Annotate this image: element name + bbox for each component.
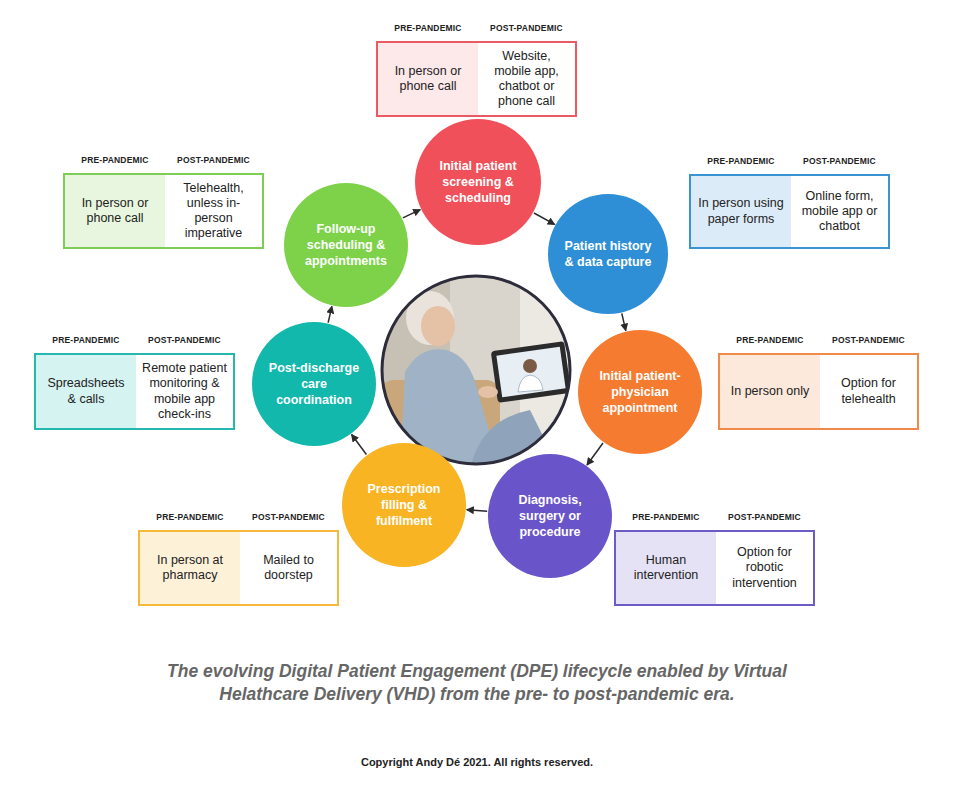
era-heading: PRE-PANDEMIC	[606, 512, 726, 522]
copyright-note: Copyright Andy Dé 2021. All rights reser…	[0, 756, 954, 768]
era-heading: PRE-PANDEMIC	[55, 155, 175, 165]
era-heading: POST-PANDEMIC	[230, 512, 347, 522]
pre-cell: PRE-PANDEMICIn person using paper forms	[691, 176, 791, 247]
cell-text: Remote patient monitoring & mobile app c…	[136, 361, 233, 422]
cell-text: Mailed to doorstep	[240, 553, 337, 584]
post-cell: POST-PANDEMICWebsite, mobile app, chatbo…	[478, 43, 575, 115]
pre-cell: PRE-PANDEMICHuman intervention	[616, 532, 716, 604]
pre-cell: PRE-PANDEMICIn person or phone call	[378, 43, 478, 115]
flow-arrow	[352, 435, 367, 455]
comparison-box: PRE-PANDEMICIn person at pharmacyPOST-PA…	[138, 530, 339, 606]
flow-arrow	[467, 510, 487, 512]
era-heading: PRE-PANDEMIC	[26, 335, 146, 345]
figure-caption: The evolving Digital Patient Engagement …	[127, 660, 827, 706]
post-cell: POST-PANDEMICTelehealth, unless in-perso…	[165, 175, 262, 247]
stage-circle: Initial patient screening & scheduling	[415, 119, 541, 245]
cell-text: In person using paper forms	[691, 196, 791, 227]
comparison-box: PRE-PANDEMICIn person or phone callPOST-…	[376, 41, 577, 117]
stage-circle: Prescription filling & fulfilment	[342, 443, 466, 567]
cell-text: Spreadsheets & calls	[36, 376, 136, 407]
stage-circle: Post-discharge care coordination	[252, 322, 376, 446]
post-cell: POST-PANDEMICMailed to doorstep	[240, 532, 337, 604]
cell-text: In person or phone call	[65, 196, 165, 227]
stage-label: Follow-up scheduling & appointments	[298, 221, 394, 269]
era-heading: PRE-PANDEMIC	[368, 23, 488, 33]
pre-cell: PRE-PANDEMICIn person at pharmacy	[140, 532, 240, 604]
photo-tablet	[491, 341, 572, 403]
era-heading: POST-PANDEMIC	[468, 23, 585, 33]
circle-fill	[548, 194, 668, 314]
cell-text: Option for robotic intervention	[716, 545, 813, 591]
photo-face	[421, 306, 455, 346]
post-cell: POST-PANDEMICRemote patient monitoring &…	[136, 355, 233, 428]
stage-circle: Diagnosis, surgery or procedure	[488, 454, 612, 578]
flow-arrow	[403, 210, 420, 218]
stage-label: Initial patient screening & scheduling	[430, 158, 526, 206]
flow-arrow	[534, 213, 555, 224]
photo-screen	[496, 347, 565, 397]
era-heading: PRE-PANDEMIC	[710, 335, 830, 345]
era-heading: POST-PANDEMIC	[810, 335, 927, 345]
pre-cell: PRE-PANDEMICSpreadsheets & calls	[36, 355, 136, 428]
cell-text: Telehealth, unless in-person imperative	[165, 181, 262, 242]
comparison-box: PRE-PANDEMICIn person or phone callPOST-…	[63, 173, 264, 249]
post-cell: POST-PANDEMICOption for robotic interven…	[716, 532, 813, 604]
stage-label: Post-discharge care coordination	[266, 360, 362, 408]
era-heading: POST-PANDEMIC	[155, 155, 272, 165]
era-heading: PRE-PANDEMIC	[681, 156, 801, 166]
comparison-box: PRE-PANDEMICIn person onlyPOST-PANDEMICO…	[718, 353, 919, 430]
photo-frame	[382, 276, 570, 464]
post-cell: POST-PANDEMICOnline form, mobile app or …	[791, 176, 888, 247]
cell-text: In person only	[725, 384, 816, 399]
stage-circle: Initial patient-physician appointment	[578, 330, 702, 454]
photo-hand	[478, 386, 498, 398]
pre-cell: PRE-PANDEMICIn person or phone call	[65, 175, 165, 247]
stage-label: Initial patient-physician appointment	[592, 368, 688, 416]
cell-text: In person at pharmacy	[140, 553, 240, 584]
stage-circle: Patient history & data capture	[548, 194, 668, 314]
cell-text: Human intervention	[616, 553, 716, 584]
stage-label: Prescription filling & fulfilment	[356, 481, 452, 529]
era-heading: PRE-PANDEMIC	[130, 512, 250, 522]
stage-label: Diagnosis, surgery or procedure	[502, 492, 598, 540]
flow-arrow	[328, 306, 332, 322]
pre-cell: PRE-PANDEMICIn person only	[720, 355, 820, 428]
post-cell: POST-PANDEMICOption for telehealth	[820, 355, 917, 428]
circle-fill	[578, 330, 702, 454]
stage-label: Patient history & data capture	[560, 238, 656, 270]
circle-fill	[488, 454, 612, 578]
cell-text: Website, mobile app, chatbot or phone ca…	[478, 49, 575, 110]
cell-text: In person or phone call	[378, 64, 478, 95]
era-heading: POST-PANDEMIC	[126, 335, 243, 345]
circle-fill	[284, 183, 408, 307]
flow-arrow	[622, 313, 626, 330]
stage-circle: Follow-up scheduling & appointments	[284, 183, 408, 307]
cell-text: Online form, mobile app or chatbot	[791, 189, 888, 235]
photo-doctor-head	[523, 359, 537, 373]
cell-text: Option for telehealth	[820, 376, 917, 407]
flow-arrow	[587, 443, 603, 465]
photo-background	[370, 270, 590, 470]
circle-shape	[548, 194, 668, 314]
circle-fill	[342, 443, 466, 567]
circle-fill	[415, 119, 541, 245]
comparison-box: PRE-PANDEMICHuman interventionPOST-PANDE…	[614, 530, 815, 606]
era-heading: POST-PANDEMIC	[781, 156, 898, 166]
era-heading: POST-PANDEMIC	[706, 512, 823, 522]
photo-doctor-coat	[518, 375, 543, 392]
comparison-box: PRE-PANDEMICSpreadsheets & callsPOST-PAN…	[34, 353, 235, 430]
comparison-box: PRE-PANDEMICIn person using paper formsP…	[689, 174, 890, 249]
circle-fill	[252, 322, 376, 446]
